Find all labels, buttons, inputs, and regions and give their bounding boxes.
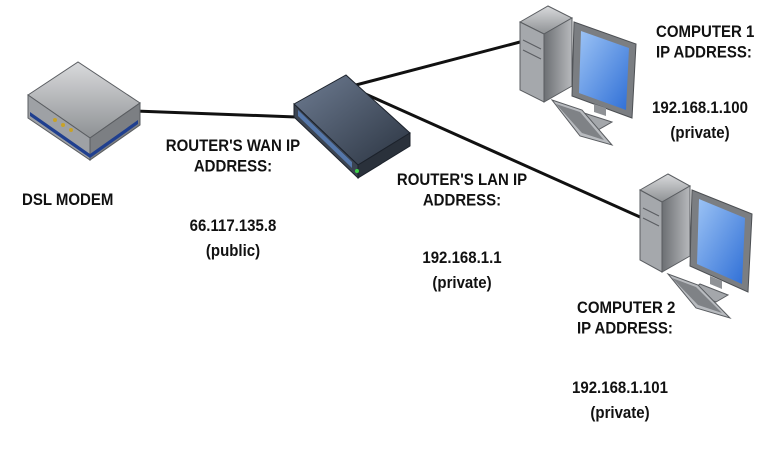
computer1-title: COMPUTER 1: [656, 23, 755, 42]
computer2-icon: [638, 173, 753, 320]
computer2-label: COMPUTER 2 IP ADDRESS:: [577, 298, 675, 339]
router-lan-label: ROUTER'S LAN IP ADDRESS:: [377, 170, 547, 211]
computer1-ip-label: IP ADDRESS:: [656, 43, 752, 62]
computer1-icon: [518, 5, 637, 146]
router-wan-label-line1: ROUTER'S WAN IP: [165, 137, 301, 156]
router-wan-ip-value: 66.117.135.8: [189, 217, 277, 236]
router-wan-ip-type: (public): [205, 241, 261, 261]
router-wan-label-line2: ADDRESS:: [193, 157, 273, 176]
link-router-computer1: [351, 40, 521, 88]
link-modem-router: [134, 109, 297, 119]
router-lan-label-line1: ROUTER'S LAN IP: [396, 171, 528, 190]
router-lan-ip-type: (private): [432, 273, 492, 293]
computer1-ip-value: 192.168.1.100: [652, 99, 748, 118]
computer2-title: COMPUTER 2: [577, 299, 676, 318]
router-lan-ip-value: 192.168.1.1: [422, 249, 502, 268]
computer2-ip: 192.168.1.101 (private): [560, 378, 680, 423]
computer2-ip-label: IP ADDRESS:: [577, 319, 673, 338]
modem-label: DSL MODEM: [22, 191, 114, 210]
computer2-ip-type: (private): [590, 403, 650, 423]
computer1-ip: 192.168.1.100 (private): [640, 98, 760, 143]
router-wan-ip: 66.117.135.8 (public): [148, 216, 318, 261]
dsl-modem-icon: [27, 61, 141, 161]
link-router-computer2: [351, 86, 641, 219]
router-wan-label: ROUTER'S WAN IP ADDRESS:: [148, 136, 318, 177]
router-icon: [293, 74, 411, 180]
router-lan-ip: 192.168.1.1 (private): [377, 248, 547, 293]
computer1-label: COMPUTER 1 IP ADDRESS:: [656, 22, 754, 63]
router-lan-label-line2: ADDRESS:: [422, 191, 502, 210]
computer1-ip-type: (private): [670, 123, 730, 143]
computer2-ip-value: 192.168.1.101: [572, 379, 668, 398]
